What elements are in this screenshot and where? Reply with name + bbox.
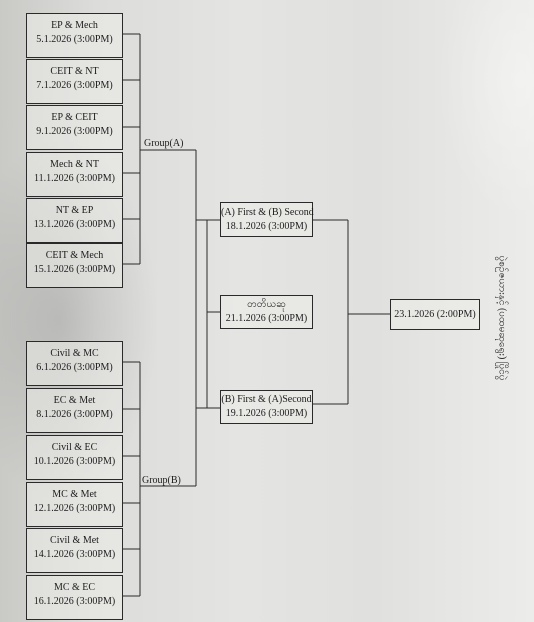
match-teams: MC & Met (52, 489, 97, 500)
match-datetime: 23.1.2026 (2:00PM) (394, 309, 476, 320)
group-b-match-5: Civil & Met 14.1.2026 (3:00PM) (26, 528, 123, 573)
group-a-match-6: CEIT & Mech 15.1.2026 (3:00PM) (26, 243, 123, 288)
third-place-match: တတိယဆု 21.1.2026 (3:00PM) (220, 295, 313, 329)
match-datetime: 15.1.2026 (3:00PM) (33, 264, 116, 275)
match-datetime: 16.1.2026 (3:00PM) (33, 596, 116, 607)
match-teams: Civil & MC (50, 348, 99, 359)
match-teams: CEIT & NT (50, 66, 99, 77)
group-a-match-1: EP & Mech 5.1.2026 (3:00PM) (26, 13, 123, 58)
group-b-label: Group(B) (142, 475, 181, 486)
match-datetime: 8.1.2026 (3:00PM) (36, 409, 113, 420)
semifinal-2: (B) First & (A)Second 19.1.2026 (3:00PM) (220, 390, 313, 424)
group-b-match-3: Civil & EC 10.1.2026 (3:00PM) (26, 435, 123, 480)
match-teams: NT & EP (55, 205, 94, 216)
match-datetime: 6.1.2026 (3:00PM) (36, 362, 113, 373)
final-match: 23.1.2026 (2:00PM) (390, 299, 480, 330)
match-datetime: 21.1.2026 (3:00PM) (225, 313, 308, 324)
match-teams: (A) First & (B) Second (221, 207, 314, 218)
group-a-match-3: EP & CEIT 9.1.2026 (3:00PM) (26, 105, 123, 150)
group-b-match-4: MC & Met 12.1.2026 (3:00PM) (26, 482, 123, 527)
match-teams: (B) First & (A)Second (221, 394, 312, 405)
match-teams: EP & Mech (51, 20, 98, 31)
match-teams: EC & Met (53, 395, 96, 406)
group-a-match-2: CEIT & NT 7.1.2026 (3:00PM) (26, 59, 123, 104)
match-teams: Mech & NT (50, 159, 99, 170)
match-datetime: 19.1.2026 (3:00PM) (225, 408, 308, 419)
match-datetime: 18.1.2026 (3:00PM) (225, 221, 308, 232)
match-teams: CEIT & Mech (45, 250, 104, 261)
side-caption-text: ပွဲစဉ်ဇယားနှင့် (ပထမဆုရွေး) ပြိုင်ပွဲ (496, 255, 508, 381)
match-teams: EP & CEIT (51, 112, 98, 123)
group-b-match-6: MC & EC 16.1.2026 (3:00PM) (26, 575, 123, 620)
match-teams: တတိယဆု (247, 299, 286, 310)
match-datetime: 12.1.2026 (3:00PM) (33, 503, 116, 514)
match-datetime: 5.1.2026 (3:00PM) (36, 34, 113, 45)
group-a-match-4: Mech & NT 11.1.2026 (3:00PM) (26, 152, 123, 197)
side-caption: ပွဲစဉ်ဇယားနှင့် (ပထမဆုရွေး) ပြိုင်ပွဲ (492, 238, 512, 398)
group-a-label: Group(A) (144, 138, 184, 149)
match-teams: MC & EC (53, 582, 96, 593)
match-datetime: 11.1.2026 (3:00PM) (33, 173, 116, 184)
group-b-match-1: Civil & MC 6.1.2026 (3:00PM) (26, 341, 123, 386)
semifinal-1: (A) First & (B) Second 18.1.2026 (3:00PM… (220, 202, 314, 237)
match-datetime: 7.1.2026 (3:00PM) (36, 80, 113, 91)
match-datetime: 9.1.2026 (3:00PM) (36, 126, 113, 137)
match-datetime: 10.1.2026 (3:00PM) (33, 456, 116, 467)
match-teams: Civil & EC (51, 442, 98, 453)
match-datetime: 13.1.2026 (3:00PM) (33, 219, 116, 230)
group-b-match-2: EC & Met 8.1.2026 (3:00PM) (26, 388, 123, 433)
match-teams: Civil & Met (50, 535, 99, 546)
group-a-match-5: NT & EP 13.1.2026 (3:00PM) (26, 198, 123, 243)
match-datetime: 14.1.2026 (3:00PM) (33, 549, 116, 560)
